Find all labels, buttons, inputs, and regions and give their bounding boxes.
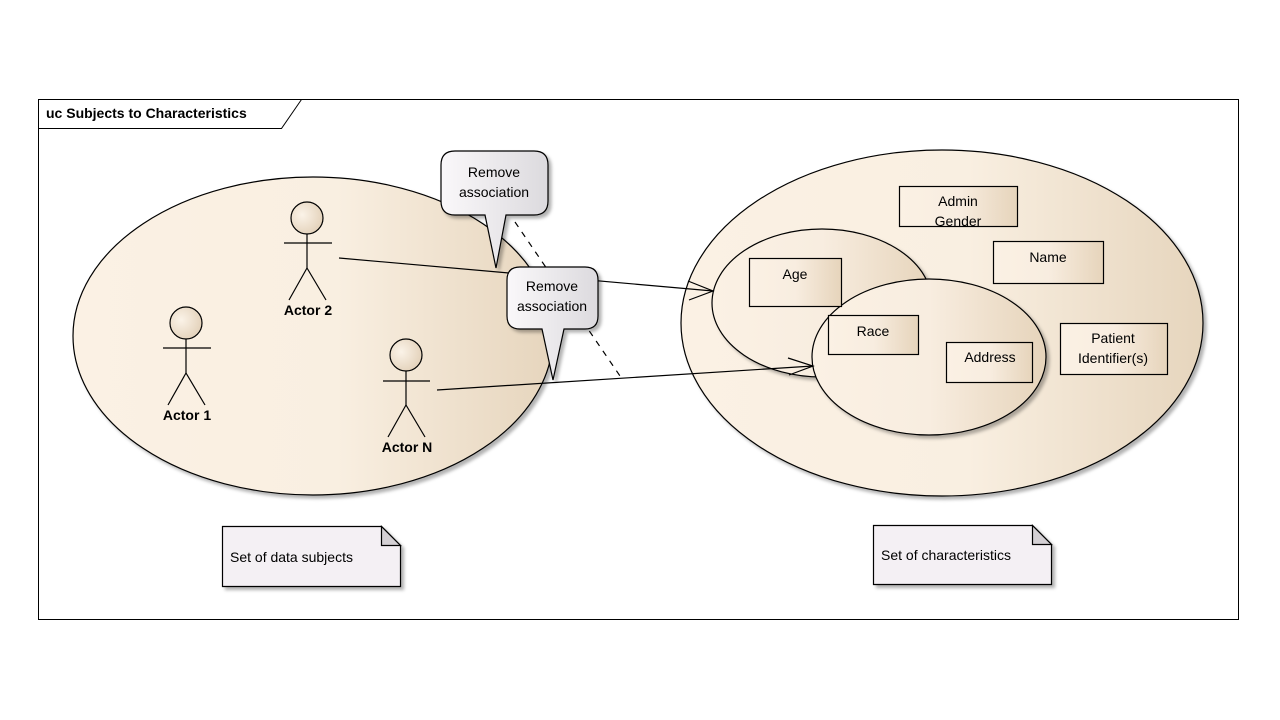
actor-head-icon: [169, 306, 203, 340]
characteristic-box-race[interactable]: Race: [827, 314, 920, 356]
characteristic-box-age[interactable]: Age: [748, 257, 843, 308]
characteristic-label: Race: [857, 323, 890, 339]
actor-head-icon: [290, 201, 324, 235]
callout-text: Remove: [468, 164, 520, 180]
note-text: Set of characteristics: [881, 547, 1011, 563]
note-set-of-characteristics[interactable]: Set of characteristics: [872, 524, 1053, 586]
arrowhead-icon: [787, 357, 815, 376]
characteristic-label: Age: [783, 266, 808, 282]
characteristic-label: Name: [1029, 249, 1067, 265]
callout-text: association: [459, 184, 529, 200]
actor-n[interactable]: Actor N: [382, 338, 433, 455]
note-fold-icon: [1031, 524, 1053, 546]
characteristic-box-address[interactable]: Address: [945, 341, 1034, 384]
actor-2[interactable]: Actor 2: [284, 201, 332, 318]
characteristic-label: Identifier(s): [1078, 350, 1148, 366]
callout-text: association: [517, 298, 587, 314]
characteristic-label: Patient: [1091, 330, 1135, 346]
characteristic-label: Gender: [935, 213, 982, 229]
callout-text: Remove: [526, 278, 578, 294]
actor-head-icon: [389, 338, 423, 372]
association-actorn-to-race-address[interactable]: [436, 357, 815, 391]
actor-label: Actor N: [382, 439, 433, 455]
actor-1[interactable]: Actor 1: [163, 306, 211, 423]
actor-label: Actor 1: [163, 407, 211, 423]
characteristic-label: Admin: [938, 193, 978, 209]
callout-remove-association-1[interactable]: Remove association: [440, 150, 549, 269]
note-set-of-data-subjects[interactable]: Set of data subjects: [221, 525, 402, 588]
arrowhead-icon: [687, 280, 715, 301]
characteristic-box-patient-identifiers[interactable]: Patient Identifier(s): [1059, 322, 1169, 376]
frame-title: uc Subjects to Characteristics: [46, 105, 247, 121]
characteristic-label: Address: [964, 349, 1015, 365]
characteristic-box-admin-gender[interactable]: Admin Gender: [898, 185, 1019, 230]
note-text: Set of data subjects: [230, 549, 353, 565]
note-fold-icon: [380, 525, 402, 547]
actor-label: Actor 2: [284, 302, 332, 318]
characteristic-box-name[interactable]: Name: [992, 240, 1105, 285]
callout-remove-association-2[interactable]: Remove association: [506, 266, 599, 381]
